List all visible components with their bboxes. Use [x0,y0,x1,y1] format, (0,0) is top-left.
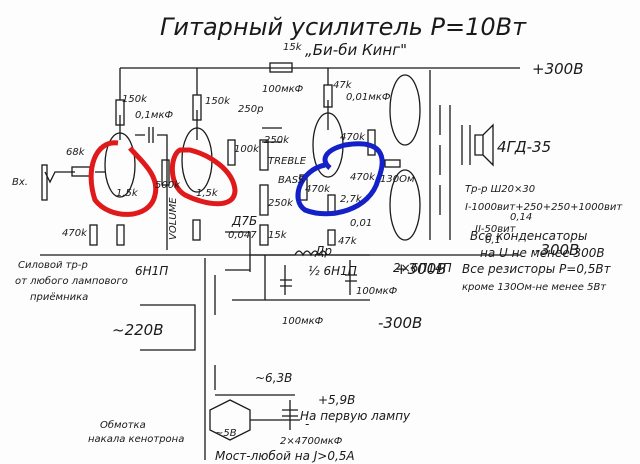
label-r1-5k-b: 1,5k [196,188,219,199]
subtitle: „Би-би Кинг" [305,41,407,59]
psu-choke: Др [314,244,332,258]
psu-labels: Д7Б Силовой тр-р от любого лампового при… [15,214,447,463]
label-bass: BASS [278,175,305,186]
notes: Все конденсаторы на U не менее 300В Все … [462,229,612,293]
label-treble: TREBLE [268,156,307,167]
psu-heater: ~6,3В [255,371,292,385]
label-input: Вх. [12,177,28,188]
red-highlight-tube2 [169,147,238,207]
label-r130: 130Ом [380,174,415,185]
psu-trans-2: от любого лампового [15,275,128,287]
component-labels: 15k 100мкФ +300В 150k 0,1мкФ 150k 250p 4… [12,42,623,278]
label-tr3-wire: 0,1 [485,235,501,246]
label-r2-7k: 2,7k [340,194,363,205]
label-r15k-b: 15k [268,230,288,241]
psu-plus300: +300В [395,260,447,278]
label-c01u: 0,1мкФ [135,110,173,121]
psu-c100a: 100мкФ [356,286,398,297]
label-r150k-1: 150k [122,94,148,105]
note-1: Все конденсаторы [470,229,587,243]
label-r150k-2: 150k [205,96,231,107]
label-r47k-top: 47k [333,80,353,91]
label-plus300-top: +300В [532,60,584,78]
label-r470k-c: 470k [305,184,331,195]
label-minus300-top: -300В [535,241,579,259]
label-tr3: II-50вит [475,224,517,235]
label-tube2: ½ 6Н1П [308,264,357,278]
psu-plus59: +5,9В [318,393,355,407]
psu-c4700: 2×4700мкФ [280,436,343,447]
label-tr2: I-1000вит+250+250+1000вит [465,202,623,213]
label-tr1: Тр-р Ш20×30 [465,184,535,195]
psu-mains: ~220В [112,321,164,339]
label-tr2-wire: 0,14 [510,212,532,223]
psu-wiring [140,231,370,460]
blue-highlight [295,141,385,217]
red-highlight-tube1 [88,140,159,217]
label-r15k-top: 15k [283,42,303,53]
note-2: на U не менее 300В [480,246,605,260]
label-r470k-in: 470k [62,228,88,239]
label-r470k-b: 470k [350,172,376,183]
psu-diode: Д7Б [231,214,257,228]
label-r470k-a: 470k [340,132,366,143]
psu-firstlamp: На первую лампу [300,409,411,423]
psu-minus: - [305,417,309,431]
label-tube3: 2×6П14П [393,261,452,275]
label-r68k: 68k [66,147,86,158]
psu-c100b: 100мкФ [282,316,324,327]
psu-trans-3: приёмника [30,292,88,303]
label-speaker: 4ГД-35 [497,138,551,156]
psu-minus300: -300В [378,314,422,332]
note-3: Все резисторы P=0,5Вт [462,262,612,276]
title-group: Гитарный усилитель P=10Вт „Би-би Кинг" [160,13,527,59]
label-r250k-bass: 250k [268,198,294,209]
psu-winding-2: накала кенотрона [88,434,184,445]
label-c001: 0,01 [350,218,372,229]
psu-v5: ~5В [215,428,237,439]
psu-bridge: Мост-любой на J>0,5A [215,449,355,463]
label-r1-5k-a: 1,5k [116,188,139,199]
label-c0047: 0,047 [228,230,257,241]
label-volume: VOLUME [168,197,179,240]
label-tube1: 6Н1П [135,264,168,278]
label-r47k-b: 47k [338,236,358,247]
label-r100k: 100k [234,144,260,155]
label-c250p: 250p [238,104,263,115]
psu-winding-1: Обмотка [100,419,146,431]
label-r250k-treble: 250k [264,135,290,146]
label-c100u-top: 100мкФ [262,84,304,95]
psu-trans-1: Силовой тр-р [18,260,88,271]
note-4: кроме 130Ом-не менее 5Вт [462,282,607,293]
label-r500k: 500k [155,180,181,191]
title: Гитарный усилитель P=10Вт [160,13,527,41]
label-c001u: 0,01мкФ [346,92,391,103]
